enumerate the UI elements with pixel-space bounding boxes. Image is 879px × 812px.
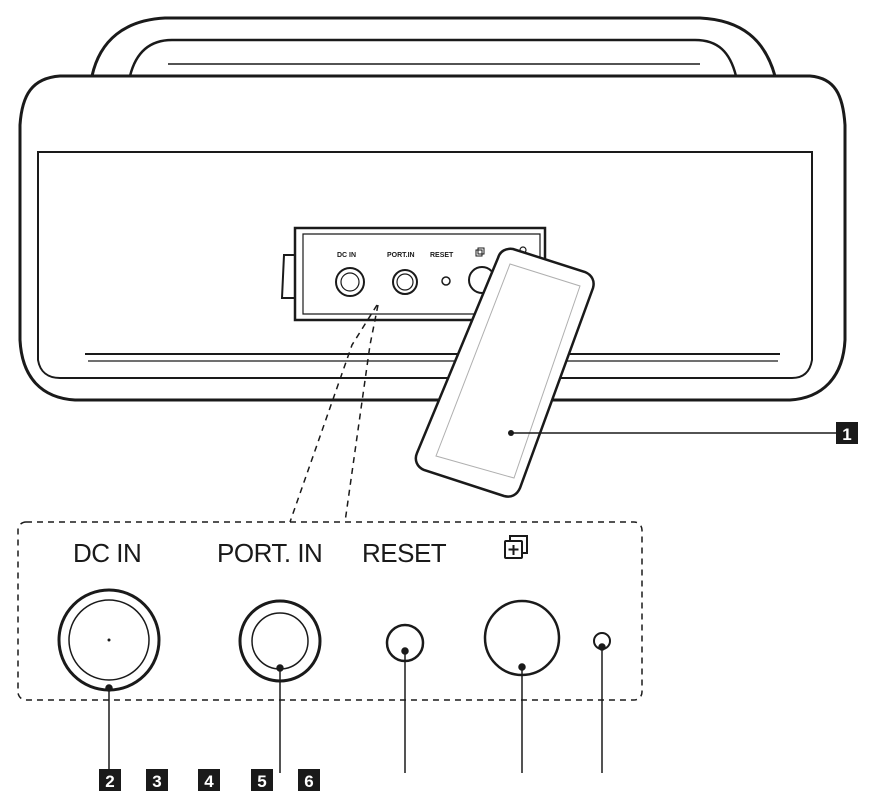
speaker-handle [90,16,777,77]
panel-label-reset: RESET [430,252,454,259]
detail-leaders [105,643,606,773]
speaker-back-panel [37,151,813,379]
panel-reset-hole [441,276,451,286]
callout-badge-2: 2 [99,769,121,791]
callout-badge-6: 6 [298,769,320,791]
callout-badge-5: 5 [251,769,273,791]
panel-dc-in-jack [335,267,365,297]
callout-badge-3: 3 [146,769,168,791]
panel-multi-window-plus-icon [475,247,485,257]
speaker-handle-inner [128,38,738,77]
speaker-body [18,16,847,402]
detail-label-port-in: PORT. IN [217,538,322,568]
cover-flap [414,247,595,498]
svg-text:5: 5 [257,772,266,791]
panel-label-dc-in: DC IN [337,252,356,259]
callout-badge-1: 1 [836,422,858,444]
detail-label-reset: RESET [362,538,447,568]
svg-text:4: 4 [204,772,214,791]
zoom-leaders [289,304,379,523]
panel-port-in-jack [392,269,418,295]
panel-label-port-in: PORT.IN [387,252,415,259]
detail-box [17,521,643,701]
svg-text:1: 1 [842,425,851,444]
svg-text:2: 2 [105,772,114,791]
detail-label-dc-in: DC IN [73,538,141,568]
svg-text:3: 3 [152,772,161,791]
svg-text:6: 6 [304,772,313,791]
detail-multi-window-plus-icon [504,535,528,559]
detail-components [57,588,611,692]
callout-badge-4: 4 [198,769,220,791]
speaker-outer-shell [18,74,847,402]
